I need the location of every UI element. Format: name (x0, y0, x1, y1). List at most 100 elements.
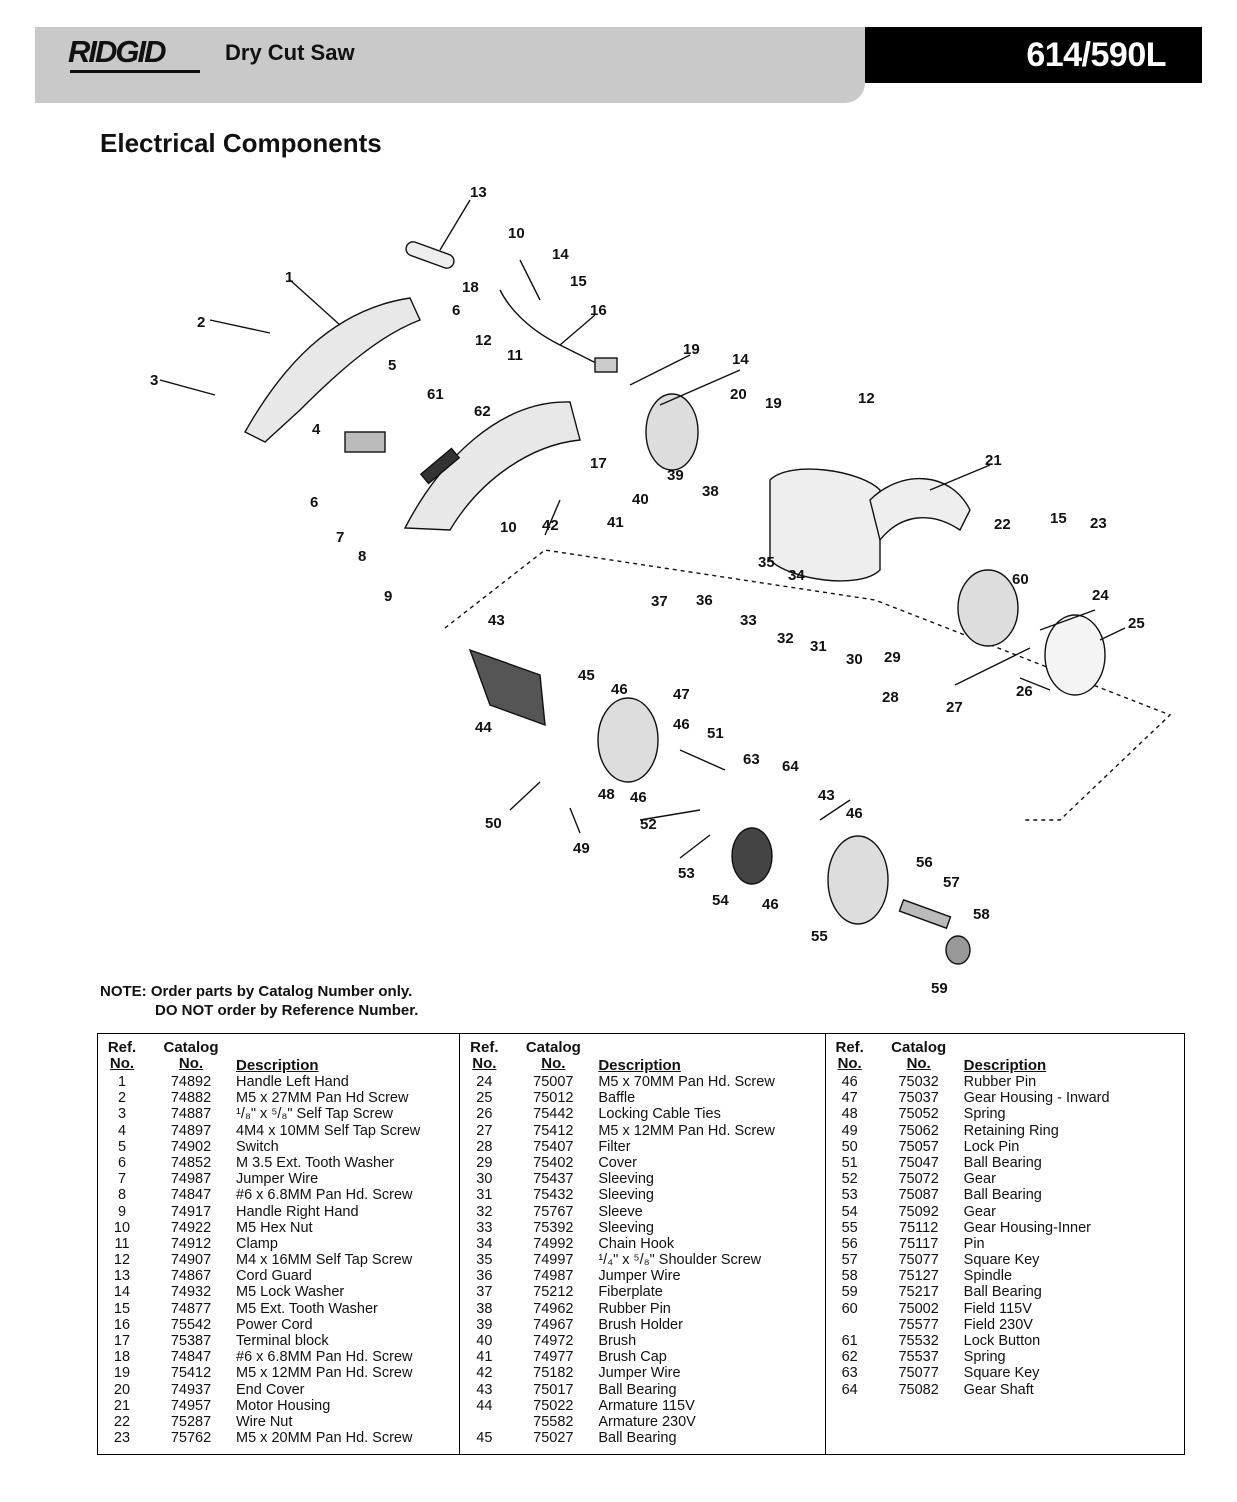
catalog-cell: 74882 (170, 1090, 212, 1107)
header-cat-line2: No. (178, 1055, 204, 1072)
callout-46b: 46 (673, 716, 690, 733)
ref-cell (826, 1317, 874, 1333)
header-ref-line1: Ref. (835, 1039, 864, 1056)
catalog-cell: 74847 (170, 1187, 212, 1204)
callout-19b: 19 (765, 395, 782, 412)
section-title: Electrical Components (100, 128, 382, 158)
callout-58: 58 (973, 906, 990, 923)
ref-cell: 22 (113, 1413, 131, 1430)
description-cell: Motor Housing (236, 1397, 331, 1414)
description-cell: Gear (963, 1171, 996, 1188)
ref-cell: 7 (117, 1171, 127, 1188)
callout-45: 45 (578, 667, 595, 684)
callout-12b: 12 (858, 390, 875, 407)
callout-42: 42 (542, 517, 559, 534)
ref-cell: 47 (841, 1090, 858, 1107)
catalog-cell: 74987 (170, 1171, 212, 1188)
catalog-cell: 74992 (533, 1235, 574, 1252)
catalog-cell: 75047 (898, 1154, 939, 1171)
callout-13: 13 (470, 184, 487, 201)
ref-cell: 6 (117, 1154, 127, 1171)
description-cell: Gear Housing - Inward (963, 1090, 1110, 1107)
catalog-cell: 74852 (170, 1154, 212, 1171)
ref-cell: 18 (113, 1349, 131, 1366)
exploded-parts-diagram: 13 10 14 15 18 6 16 1 2 3 12 11 5 19 14 … (0, 170, 1237, 1000)
ref-cell: 38 (476, 1300, 493, 1317)
description-cell: M5 Lock Washer (236, 1284, 345, 1301)
ref-cell: 57 (841, 1252, 858, 1269)
catalog-cell: 74987 (533, 1268, 574, 1285)
ref-cell: 25 (476, 1090, 493, 1107)
catalog-cell: 75052 (898, 1106, 939, 1123)
description-cell: Power Cord (236, 1316, 313, 1333)
description-cell: Square Key (963, 1252, 1040, 1269)
callout-43a: 43 (488, 612, 505, 629)
callout-8: 8 (358, 548, 366, 565)
header-ref-line1: Ref. (107, 1039, 137, 1056)
catalog-cell: 75117 (899, 1235, 939, 1252)
callout-59: 59 (931, 980, 948, 997)
catalog-cell: 75072 (898, 1171, 939, 1188)
callout-55: 55 (811, 928, 828, 945)
catalog-cell: 74907 (170, 1252, 212, 1269)
catalog-cell: 75077 (898, 1252, 939, 1269)
catalog-cell: 74917 (170, 1203, 212, 1220)
table-row: 52 75072 Gear (826, 1171, 1184, 1187)
armature-shape (468, 648, 546, 727)
catalog-cell: 74892 (170, 1074, 212, 1090)
catalog-cell: 75127 (898, 1268, 939, 1285)
callout-29: 29 (884, 649, 901, 666)
description-cell: Spring (963, 1106, 1006, 1123)
ref-cell: 1 (117, 1074, 127, 1090)
ref-cell: 23 (113, 1430, 131, 1447)
callout-11: 11 (507, 347, 523, 364)
catalog-cell: 74962 (533, 1300, 574, 1317)
gear-large-shape (731, 827, 773, 885)
catalog-cell: 75442 (533, 1106, 574, 1123)
callout-46a: 46 (611, 681, 628, 698)
catalog-cell: 75062 (898, 1122, 939, 1139)
description-cell: ¹/₈" x ⁵/₈" Self Tap Screw (236, 1106, 393, 1123)
callout-46c: 46 (630, 789, 647, 806)
callout-49: 49 (573, 840, 590, 857)
ref-cell: 55 (841, 1219, 858, 1236)
description-cell: Cord Guard (236, 1268, 312, 1285)
catalog-cell: 75762 (170, 1430, 212, 1447)
description-cell: Rubber Pin (963, 1074, 1037, 1090)
callout-34: 34 (788, 567, 805, 584)
callout-24: 24 (1092, 587, 1109, 604)
description-cell: Gear Shaft (963, 1381, 1034, 1398)
motor-housing-shape (769, 468, 881, 582)
description-cell: ¹/₄" x ⁵/₈" Shoulder Screw (598, 1252, 762, 1269)
ref-cell: 53 (841, 1187, 858, 1204)
callout-54: 54 (712, 892, 729, 909)
ref-cell: 32 (476, 1203, 493, 1220)
callout-36: 36 (696, 592, 713, 609)
ref-cell: 52 (841, 1171, 858, 1188)
catalog-cell: 74937 (170, 1381, 212, 1398)
ref-cell: 21 (113, 1397, 131, 1414)
callout-22: 22 (994, 516, 1011, 533)
callout-25: 25 (1128, 615, 1145, 632)
catalog-cell: 75767 (533, 1203, 574, 1220)
catalog-cell: 75542 (170, 1316, 212, 1333)
power-cord-shape (499, 289, 601, 366)
header-ref-line2: No. (837, 1055, 862, 1072)
brand-logo: RIDGID (68, 34, 166, 69)
